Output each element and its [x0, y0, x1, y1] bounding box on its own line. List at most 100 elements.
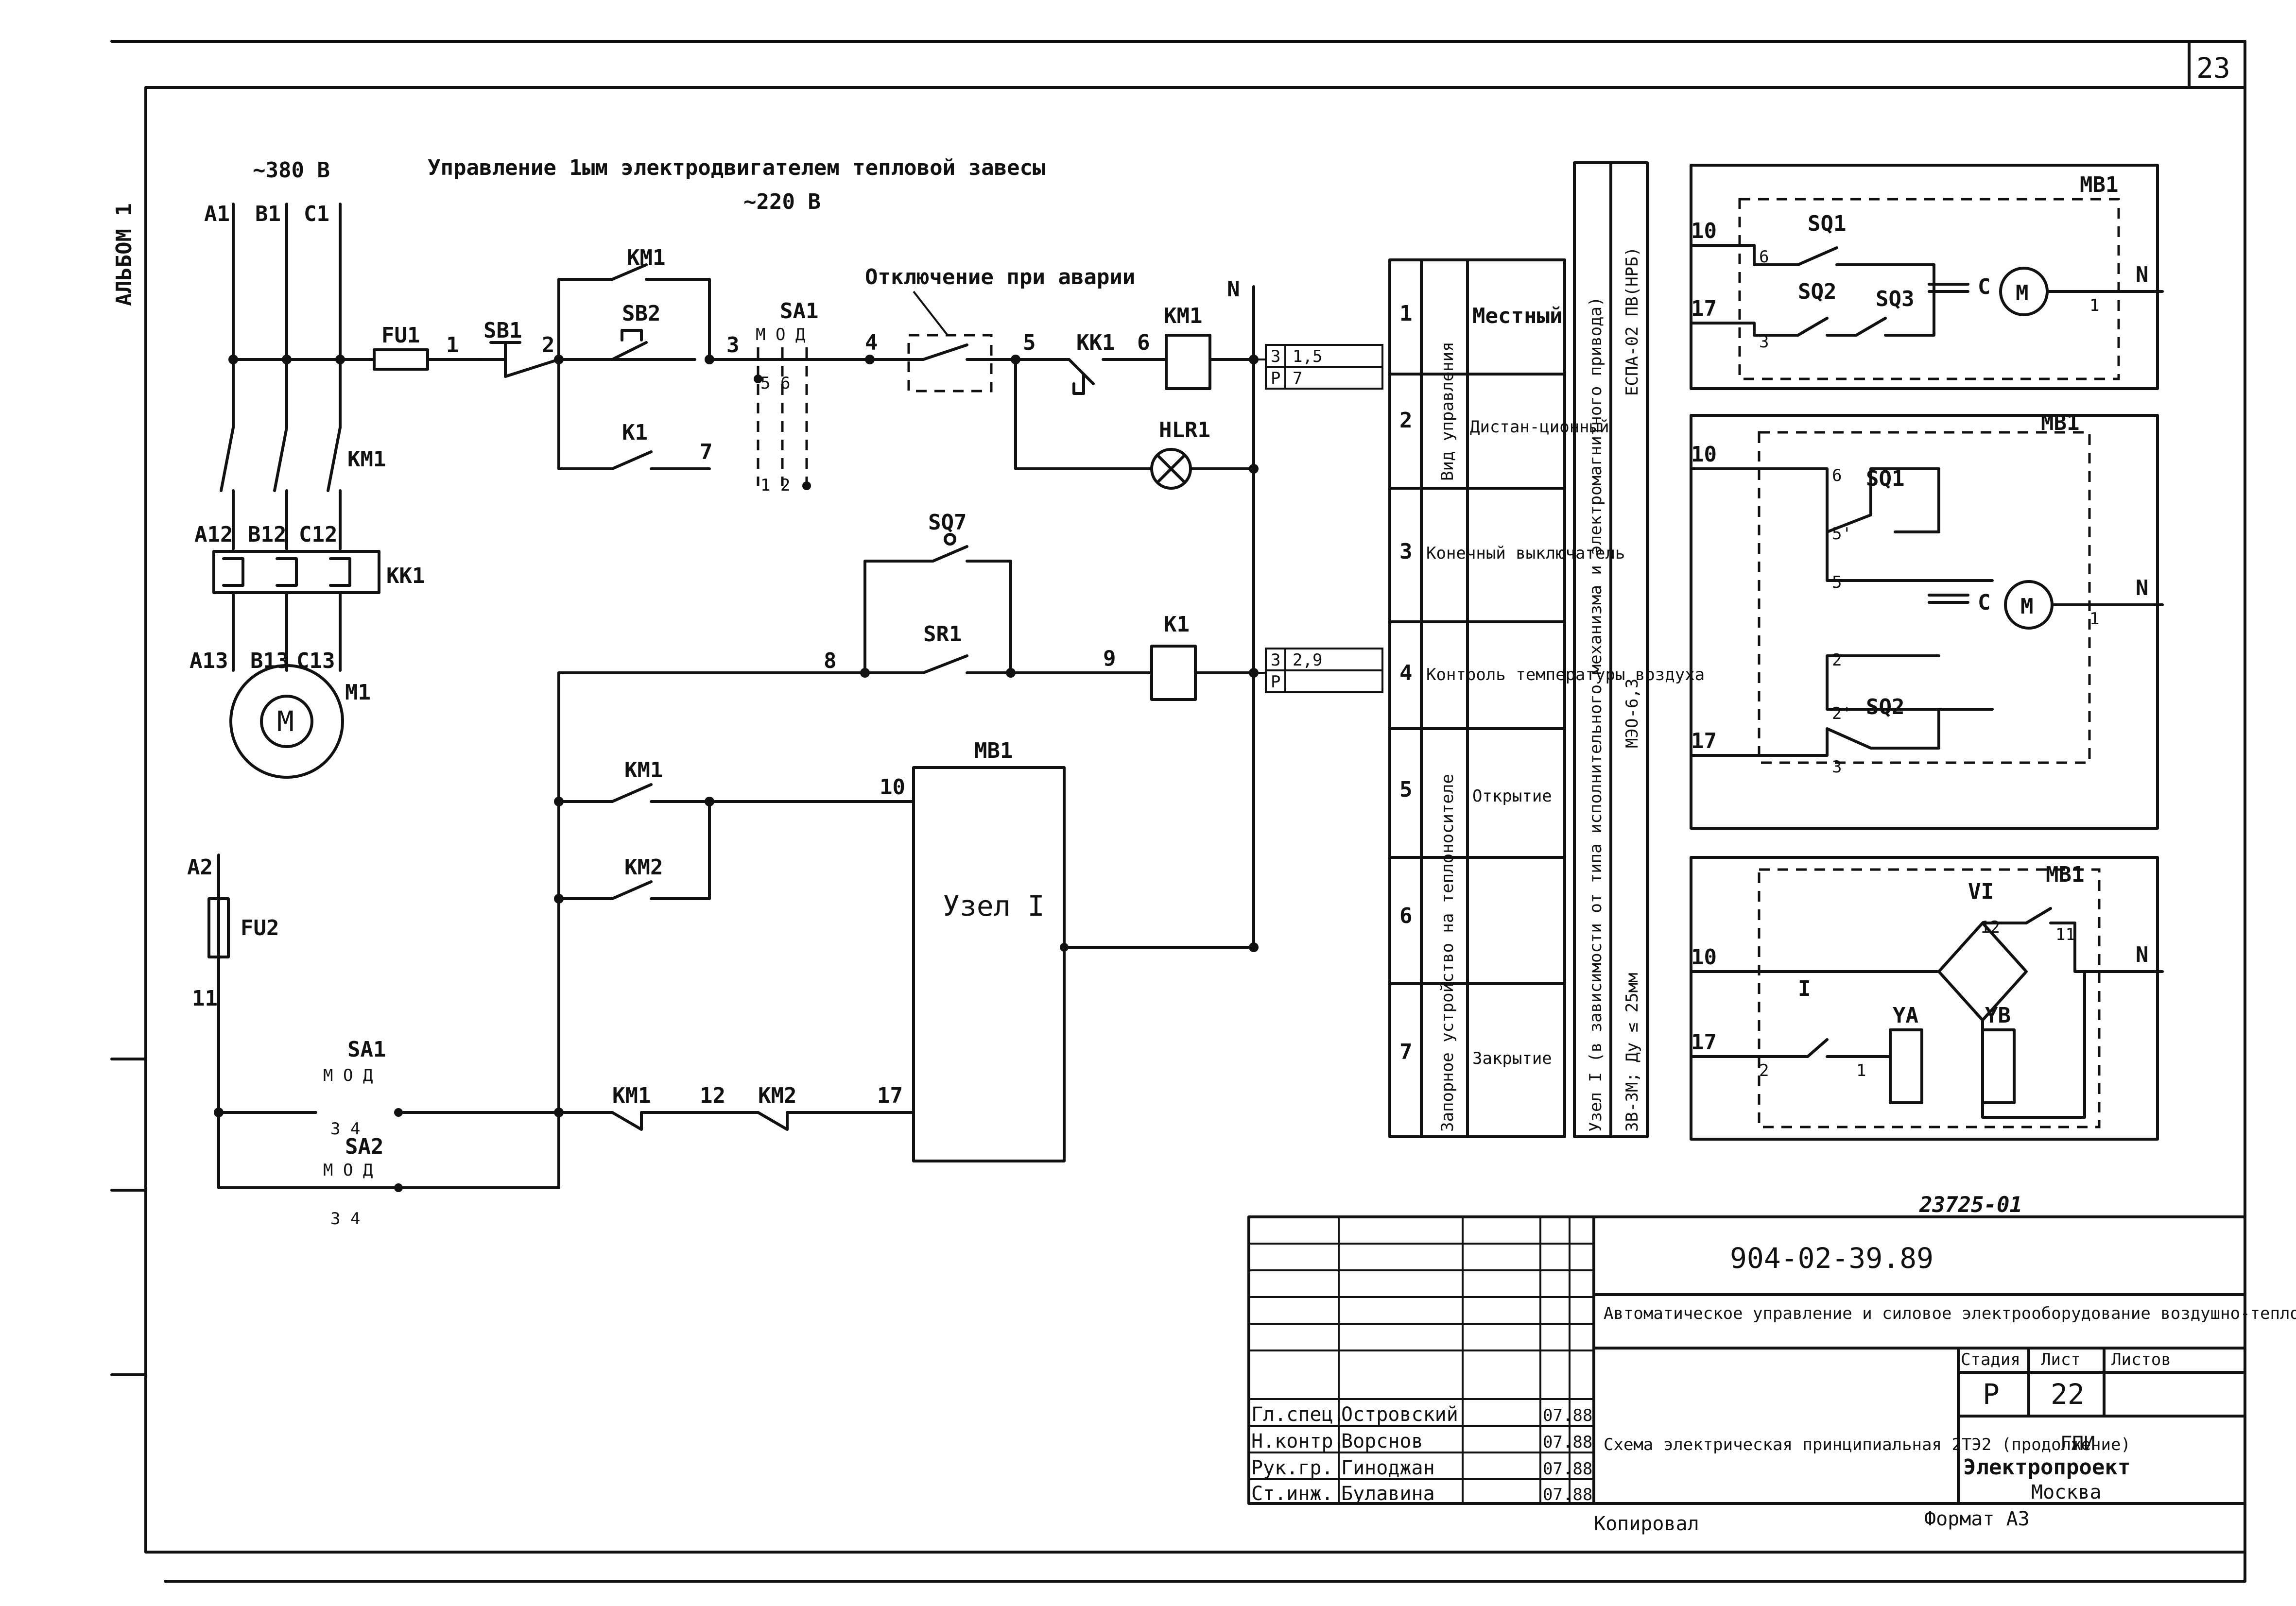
v2-w6: 6	[1832, 466, 1842, 485]
org-line3: Москва	[2031, 1481, 2102, 1503]
v3-vi: VI	[1968, 879, 1994, 904]
variant-3: MB1 VI 12 11 N 10 I 17 2 1 YA YB	[1690, 856, 2164, 1141]
v2-w1: 1	[2089, 609, 2099, 629]
k1-ref-2: 2,9	[1293, 650, 1322, 670]
motor-m1-symbol: M	[277, 705, 294, 738]
role-2: Н.контр.	[1251, 1430, 1345, 1452]
legend-group-2: Запорное устройство на теплоносителе	[1438, 774, 1457, 1132]
sa1-nums-bot: 1 2	[760, 476, 790, 495]
n-rail-label: N	[1227, 277, 1240, 302]
v1-w17: 17	[1691, 296, 1717, 321]
node-note-line4: МЭО-6,3	[1623, 679, 1642, 748]
wire-1: 1	[446, 333, 459, 358]
sa2-label: SA2	[345, 1134, 383, 1159]
emergency-label: Отключение при аварии	[865, 265, 1135, 290]
v2-c: C	[1978, 590, 1991, 615]
wire-7: 7	[700, 440, 713, 464]
v2-w10: 10	[1691, 442, 1717, 467]
date-2: 07.88	[1543, 1433, 1592, 1452]
legend-num-7: 7	[1399, 1040, 1413, 1064]
km1-hold-label: KM1	[627, 245, 665, 270]
sa1-nums-top: 5 6	[760, 374, 790, 393]
wire-8: 8	[824, 649, 837, 673]
v2-w17: 17	[1691, 729, 1717, 753]
c13-label: C13	[296, 649, 335, 673]
km1-ref-3: P	[1271, 369, 1280, 388]
doc-title: Автоматическое управление и силовое элек…	[1604, 1304, 2296, 1323]
date-1: 07.88	[1543, 1406, 1592, 1425]
km1-b-label: KM1	[624, 758, 663, 783]
sa2-nums: 3 4	[330, 1209, 360, 1229]
v2-w3: 3	[1832, 757, 1842, 777]
v2-mb1: MB1	[2041, 410, 2079, 435]
wire-12: 12	[700, 1083, 725, 1108]
v1-w6: 6	[1759, 247, 1769, 267]
b12-label: B12	[248, 522, 286, 547]
wire-10: 10	[880, 775, 905, 800]
legend-text-7: Закрытие	[1472, 1049, 1552, 1068]
hlr1-label: HLR1	[1159, 418, 1210, 443]
km1-ref-4: 7	[1293, 369, 1302, 388]
k1-coil-label: K1	[1164, 612, 1190, 637]
legend-num-6: 6	[1399, 904, 1413, 928]
v2-sq1: SQ1	[1866, 466, 1904, 491]
v3-ya: YA	[1893, 1003, 1918, 1028]
legend-num-2: 2	[1399, 408, 1413, 433]
role-1: Гл.спец.	[1251, 1403, 1345, 1426]
legend-text-4: Контроль температуры воздуха	[1426, 665, 1705, 684]
c12-label: C12	[299, 522, 337, 547]
wire-17: 17	[877, 1083, 903, 1108]
phase-b1: B1	[255, 202, 281, 226]
legend-num-4: 4	[1399, 661, 1413, 685]
v2-w5: 5	[1832, 573, 1842, 592]
sb1-label: SB1	[483, 318, 522, 343]
copied-by: Копировал	[1594, 1513, 1699, 1535]
org-line2: Электропроект	[1963, 1455, 2130, 1480]
wire-11: 11	[192, 986, 218, 1011]
v1-c: C	[1978, 274, 1991, 299]
variant-1: MB1 10 17 6 3 SQ1 SQ2 SQ3 C M 1 N	[1690, 164, 2164, 390]
date-4: 07.88	[1543, 1485, 1592, 1504]
sheet-value: 22	[2051, 1378, 2085, 1411]
kk1-power-label: KK1	[386, 564, 425, 588]
v2-sq2: SQ2	[1866, 695, 1904, 719]
k1-ref-1: 3	[1271, 650, 1280, 670]
v1-n: N	[2136, 262, 2149, 287]
v3-n: N	[2136, 942, 2149, 967]
name-1: Островский	[1341, 1403, 1458, 1426]
node-note-line1: Узел I (в зависимости от типа исполнител…	[1586, 297, 1605, 1132]
org-line1: ГПИ	[2060, 1433, 2095, 1455]
sheet-frame	[110, 40, 2246, 1583]
v3-mb1: MB1	[2046, 862, 2084, 887]
drawing-name: Схема электрическая принципиальная 2ТЭ2 …	[1604, 1435, 2131, 1454]
v2-m: M	[2020, 594, 2034, 619]
role-4: Ст.инж.	[1251, 1483, 1333, 1505]
page-number: 23	[2196, 51, 2230, 85]
v3-w2: 2	[1759, 1061, 1769, 1080]
fu1-label: FU1	[381, 323, 420, 348]
wire-2: 2	[542, 333, 555, 358]
wire-4: 4	[865, 330, 878, 355]
v2-w2: 2	[1832, 650, 1842, 670]
wire-5: 5	[1023, 330, 1036, 355]
v1-sq2: SQ2	[1798, 279, 1836, 304]
km1-c-label: KM1	[612, 1083, 651, 1108]
stage-header: Стадия	[1961, 1350, 2020, 1369]
km1-ref-2: 1,5	[1293, 347, 1322, 366]
sheet-header: Лист	[2041, 1350, 2081, 1369]
v1-m: M	[2016, 281, 2029, 306]
sq7-label: SQ7	[928, 510, 967, 535]
motor-m1-label: M1	[345, 680, 371, 705]
legend-num-3: 3	[1399, 539, 1413, 564]
legend-num-5: 5	[1399, 777, 1413, 802]
km1-coil-label: KM1	[1164, 304, 1202, 328]
v3-yb: YB	[1985, 1003, 2011, 1028]
legend-table: 1 Местный 2 Дистан-ционный 3 Конечный вы…	[1388, 258, 1705, 1138]
sa1-b-label: SA1	[347, 1037, 386, 1062]
km1-power-label: KM1	[347, 447, 386, 472]
copy-id: 23725-01	[1919, 1193, 2022, 1217]
stage-value: Р	[1983, 1378, 2000, 1411]
v1-sq3: SQ3	[1876, 287, 1914, 311]
fu2-label: FU2	[241, 916, 279, 940]
sa1-positions: М О Д	[756, 325, 805, 344]
